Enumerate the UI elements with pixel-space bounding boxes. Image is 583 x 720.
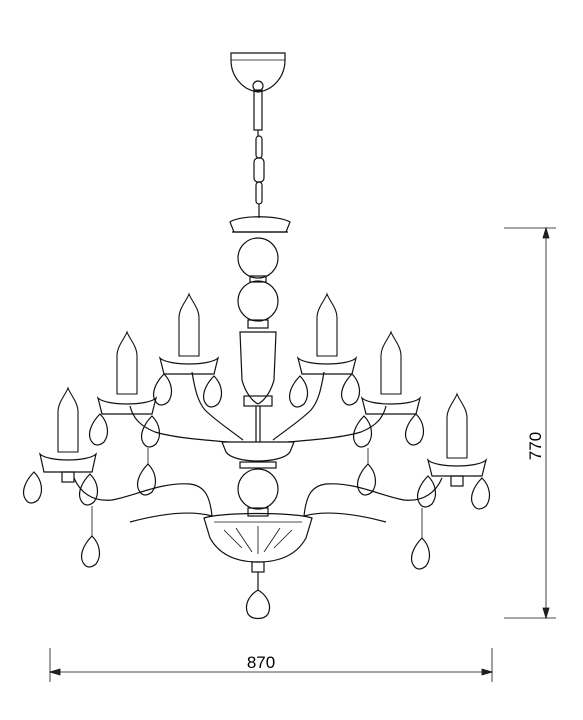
crystal-drops — [22, 373, 491, 570]
lower-bowl — [203, 512, 313, 620]
height-label: 770 — [526, 432, 545, 460]
hanging-chain — [253, 89, 265, 218]
upper-arms — [129, 371, 387, 443]
candle-right — [360, 330, 422, 415]
lower-arms — [73, 477, 443, 523]
candle-inner-left — [158, 292, 220, 375]
width-label: 870 — [247, 653, 275, 672]
candle-far-left — [38, 386, 98, 483]
center-column — [221, 237, 295, 517]
candle-inner-right — [296, 292, 358, 375]
candle-far-right — [426, 392, 488, 487]
candle-left — [96, 330, 158, 415]
upper-crown — [229, 216, 291, 233]
width-dimension — [48, 648, 494, 682]
ceiling-canopy — [230, 52, 286, 93]
height-dimension — [504, 226, 556, 620]
